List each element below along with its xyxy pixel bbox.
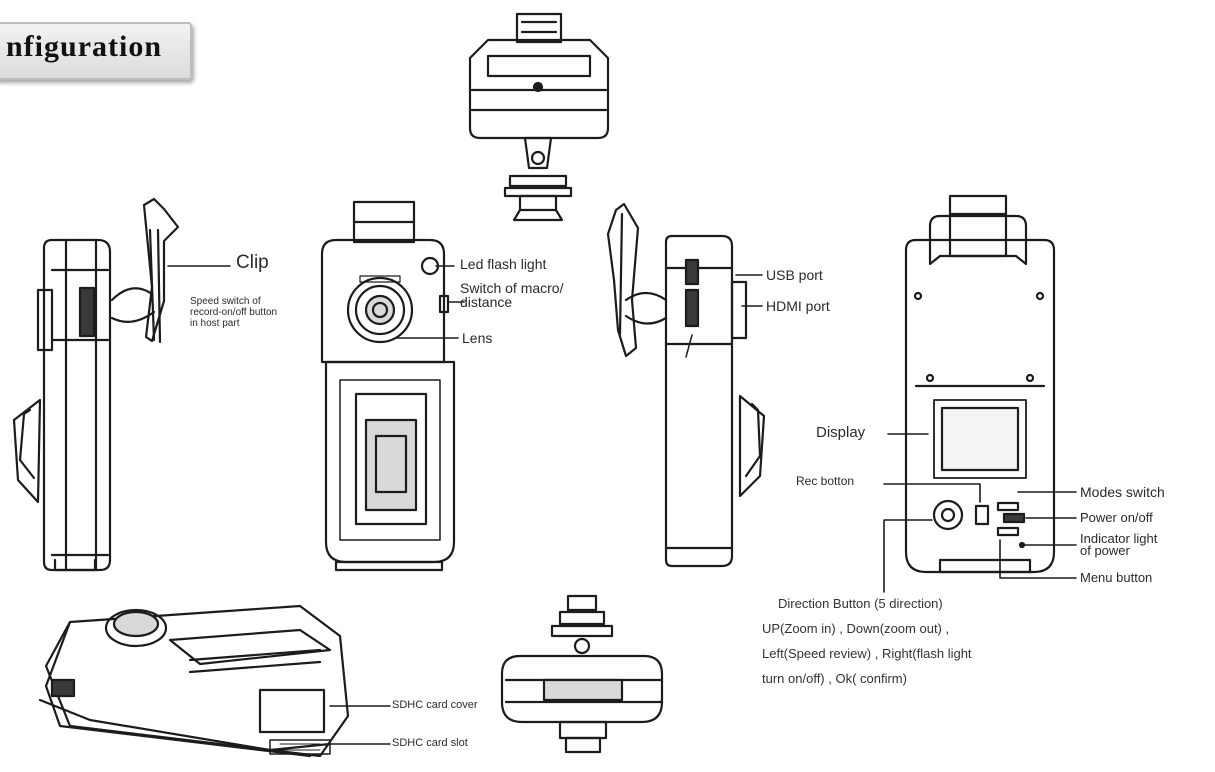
label-modes-switch: Modes switch [1080,484,1165,500]
label-speed-switch-line1: Speed switch of [190,296,261,307]
label-led-flash: Led flash light [460,256,547,272]
title-plate [0,22,192,80]
label-speed-switch-line3: in host part [190,318,240,329]
label-direction-line1: Direction Button (5 direction) [778,596,943,611]
page-title: nfiguration [6,30,163,63]
label-indicator-line2: of power [1080,543,1130,558]
leader-lines [167,265,1077,745]
camera-left-side-view [12,197,180,572]
label-indicator-line1: Indicator light [1080,531,1158,546]
camera-back-view [904,194,1056,574]
label-usb-port: USB port [766,267,823,283]
label-switch-macro-line2: distance [460,294,513,310]
label-lens: Lens [462,330,493,346]
label-power: Power on/off [1080,510,1153,525]
label-rec-button: Rec botton [796,474,855,488]
camera-front-view [320,200,456,572]
label-display: Display [816,424,866,441]
label-switch-macro-line1: Switch of macro/ [460,280,564,296]
label-menu-button: Menu button [1080,570,1153,585]
label-sdhc-cover: SDHC card cover [392,699,478,711]
label-hdmi-port: HDMI port [766,298,830,314]
label-direction-line2: UP(Zoom in) , Down(zoom out) , [762,621,950,636]
label-clip: Clip [236,252,269,273]
label-sdhc-slot: SDHC card slot [392,737,468,749]
label-speed-switch-line2: record-on/off button [190,307,278,318]
label-direction-line4: turn on/off) , Ok( confirm) [762,671,907,686]
camera-bottom-view [500,594,664,754]
camera-right-side-view [606,202,766,568]
label-direction-line3: Left(Speed review) , Right(flash light [762,646,972,661]
camera-lying-view [38,604,350,758]
camera-top-view [468,12,610,222]
